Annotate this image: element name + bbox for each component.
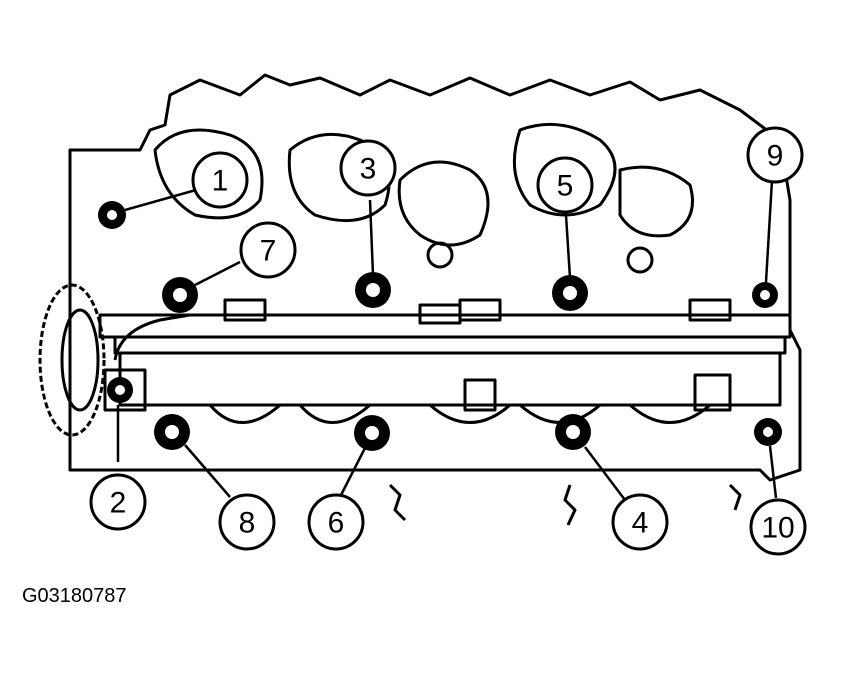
bearing-pocket-1	[208, 403, 281, 424]
callout-circle-7	[239, 221, 297, 279]
bearing-pocket-3	[429, 403, 511, 424]
timing-sprocket	[38, 283, 106, 437]
callout-8[interactable]: 8	[218, 493, 276, 551]
callout-circle-3	[339, 139, 397, 197]
callout-label-5: 5	[557, 170, 574, 203]
bearing-pocket-5	[629, 403, 711, 424]
callout-10[interactable]: 10	[749, 498, 807, 556]
callout-label-10: 10	[761, 512, 794, 545]
camshaft-housing-top	[98, 313, 792, 339]
leader-line-10	[768, 445, 778, 499]
callout-circle-8	[218, 493, 276, 551]
callout-7[interactable]: 7	[239, 221, 297, 279]
callout-label-3: 3	[360, 153, 377, 186]
callout-3[interactable]: 3	[339, 139, 397, 197]
lower-stud-2	[563, 484, 577, 526]
callout-circle-1	[191, 151, 249, 209]
figure-code: G03180787	[22, 585, 127, 607]
lower-stud-1	[388, 483, 407, 522]
bearing-pocket-2	[298, 403, 371, 424]
callout-6[interactable]: 6	[307, 493, 365, 551]
callout-9[interactable]: 9	[746, 126, 804, 184]
leader-line-8	[184, 444, 231, 498]
callout-circle-2	[89, 473, 147, 531]
callout-2[interactable]: 2	[89, 473, 147, 531]
oil-feed-line	[113, 313, 191, 361]
camshaft-tube	[113, 335, 787, 355]
stud-hole-1	[426, 241, 454, 269]
callout-label-6: 6	[328, 507, 345, 540]
cam-bearing-3	[693, 373, 732, 412]
leader-line-7	[194, 260, 241, 287]
callout-5[interactable]: 5	[536, 156, 594, 214]
callout-circle-5	[536, 156, 594, 214]
leader-line-3	[368, 199, 375, 276]
exhaust-port-5	[618, 165, 694, 238]
callout-label-1: 1	[212, 165, 229, 198]
callout-label-7: 7	[260, 235, 277, 268]
exhaust-port-4	[512, 122, 617, 217]
callout-1[interactable]: 1	[191, 151, 249, 209]
callout-4[interactable]: 4	[611, 493, 669, 551]
timing-sprocket-hub	[60, 308, 100, 412]
cam-lobe-3	[458, 298, 502, 322]
lower-stud-3	[728, 483, 742, 511]
callout-circle-4	[611, 493, 669, 551]
cam-bearing-2	[463, 378, 497, 412]
callout-circle-9	[746, 126, 804, 184]
exhaust-port-1	[153, 128, 264, 220]
callout-circle-6	[307, 493, 365, 551]
cam-lobe-4	[688, 298, 732, 322]
callout-label-2: 2	[110, 487, 127, 520]
callout-label-8: 8	[239, 507, 256, 540]
cylinder-head-outline	[68, 73, 802, 482]
callout-label-9: 9	[767, 140, 784, 173]
leader-line-6	[338, 447, 367, 498]
leader-line-5	[564, 214, 572, 279]
callout-circle-10	[749, 498, 807, 556]
leader-line-1	[124, 188, 197, 212]
leader-line-9	[764, 179, 774, 283]
cam-lobe-1	[223, 298, 267, 322]
stud-hole-2	[626, 246, 654, 274]
leader-line-4	[584, 446, 626, 501]
camshaft-housing-bottom	[118, 353, 782, 407]
exhaust-port-3	[397, 160, 490, 247]
exhaust-port-2	[287, 132, 391, 223]
cam-bearing-1	[103, 368, 147, 412]
callout-label-4: 4	[632, 507, 649, 540]
